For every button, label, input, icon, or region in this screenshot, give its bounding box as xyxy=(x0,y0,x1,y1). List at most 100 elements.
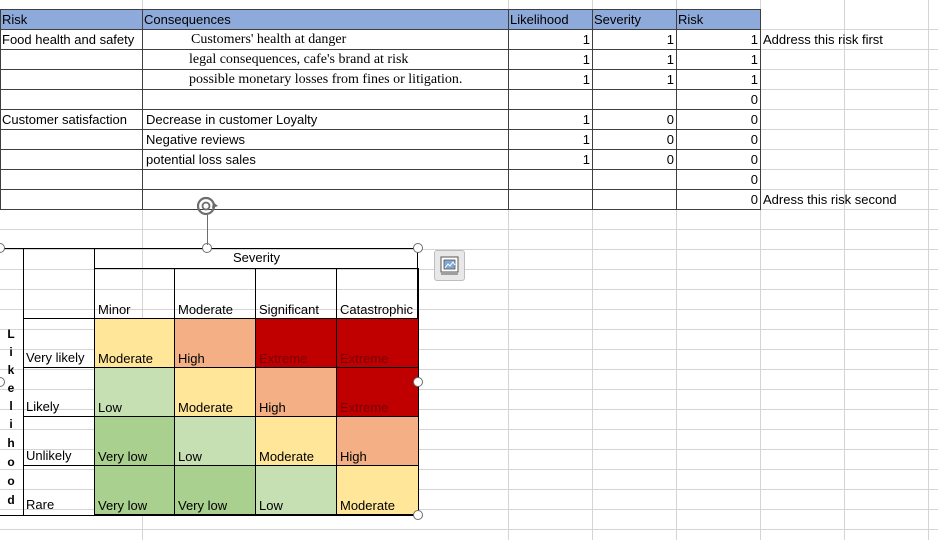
priority-note[interactable]: Adress this risk second xyxy=(763,192,897,207)
cell-consequence[interactable]: Negative reviews xyxy=(142,129,509,150)
resize-handle[interactable] xyxy=(413,377,423,387)
cell-risk-score[interactable]: 1 xyxy=(676,69,761,90)
cell-severity-value: 0 xyxy=(666,152,674,167)
cell-risk-score[interactable]: 0 xyxy=(676,129,761,150)
matrix-cell: Low xyxy=(174,416,256,466)
resize-handle[interactable] xyxy=(413,243,423,253)
cell-severity[interactable] xyxy=(592,89,677,110)
matrix-column-label: Significant xyxy=(259,302,319,317)
cell-likelihood-value: 1 xyxy=(582,52,590,67)
cell-risk-value: Customer satisfaction xyxy=(2,112,127,127)
cell-severity[interactable] xyxy=(592,189,677,210)
header-consequences-label: Consequences xyxy=(144,12,231,27)
header-severity[interactable]: Severity xyxy=(592,9,677,30)
cell-likelihood[interactable] xyxy=(508,189,593,210)
cell-risk[interactable] xyxy=(0,189,143,210)
header-severity-label: Severity xyxy=(594,12,641,27)
cell-likelihood[interactable]: 1 xyxy=(508,109,593,130)
matrix-row-divider xyxy=(23,367,95,368)
cell-severity[interactable]: 0 xyxy=(592,149,677,170)
cell-risk-score-value: 1 xyxy=(750,52,758,67)
cell-risk-score[interactable]: 1 xyxy=(676,49,761,70)
matrix-column-header: Moderate xyxy=(174,268,256,319)
cell-consequence-value: legal consequences, cafe's brand at risk xyxy=(189,52,409,67)
cell-risk[interactable] xyxy=(0,89,143,110)
matrix-cell: Low xyxy=(94,367,175,417)
cell-likelihood-value: 1 xyxy=(582,132,590,147)
cell-consequence[interactable]: potential loss sales xyxy=(142,149,509,170)
cell-consequence-value: possible monetary losses from fines or l… xyxy=(189,72,463,87)
resize-handle[interactable] xyxy=(413,510,423,520)
cell-consequence[interactable]: possible monetary losses from fines or l… xyxy=(142,69,509,90)
cell-consequence[interactable]: legal consequences, cafe's brand at risk xyxy=(142,49,509,70)
cell-likelihood[interactable]: 1 xyxy=(508,129,593,150)
matrix-cell-label: Moderate xyxy=(340,498,395,513)
matrix-column-header: Significant xyxy=(255,268,337,319)
cell-severity[interactable]: 1 xyxy=(592,29,677,50)
layout-options-button[interactable] xyxy=(434,250,465,281)
layout-options-icon xyxy=(440,256,459,275)
cell-risk-score[interactable]: 0 xyxy=(676,89,761,110)
matrix-column-label: Moderate xyxy=(178,302,233,317)
cell-risk-score[interactable]: 0 xyxy=(676,169,761,190)
matrix-row-label: Unlikely xyxy=(26,448,72,463)
cell-likelihood[interactable]: 1 xyxy=(508,49,593,70)
cell-risk-score[interactable]: 0 xyxy=(676,149,761,170)
matrix-column-header: Minor xyxy=(94,268,175,319)
cell-consequence-value: Decrease in customer Loyalty xyxy=(146,112,318,127)
cell-risk-score[interactable]: 1 xyxy=(676,29,761,50)
header-risk-score[interactable]: Risk xyxy=(676,9,761,30)
header-risk-score-label: Risk xyxy=(678,12,704,27)
cell-likelihood[interactable] xyxy=(508,169,593,190)
cell-risk[interactable] xyxy=(0,69,143,90)
header-likelihood[interactable]: Likelihood xyxy=(508,9,593,30)
cell-risk[interactable]: Food health and safety xyxy=(0,29,143,50)
matrix-row-label: Very likely xyxy=(26,350,85,365)
cell-likelihood[interactable]: 1 xyxy=(508,69,593,90)
matrix-cell-label: Extreme xyxy=(259,351,308,366)
cell-likelihood[interactable]: 1 xyxy=(508,29,593,50)
matrix-cell-label: High xyxy=(259,400,286,415)
likelihood-letter: i xyxy=(9,345,13,359)
cell-risk-score-value: 1 xyxy=(750,72,758,87)
likelihood-letter: L xyxy=(7,327,15,341)
priority-note[interactable]: Address this risk first xyxy=(763,32,883,47)
cell-consequence[interactable] xyxy=(142,169,509,190)
cell-severity[interactable]: 0 xyxy=(592,129,677,150)
likelihood-letter: i xyxy=(9,417,13,431)
matrix-row-divider xyxy=(23,318,95,319)
rotate-icon[interactable] xyxy=(194,194,220,218)
cell-consequence[interactable]: Customers' health at danger xyxy=(142,29,509,50)
cell-severity[interactable] xyxy=(592,169,677,190)
cell-severity[interactable]: 1 xyxy=(592,49,677,70)
matrix-column-label: Minor xyxy=(98,302,131,317)
cell-risk[interactable] xyxy=(0,169,143,190)
matrix-cell: Very low xyxy=(94,465,175,515)
header-risk-label: Risk xyxy=(2,12,28,27)
cell-risk[interactable] xyxy=(0,49,143,70)
cell-severity[interactable]: 0 xyxy=(592,109,677,130)
cell-consequence-value: potential loss sales xyxy=(146,152,256,167)
matrix-cell: High xyxy=(255,367,337,417)
cell-risk-score[interactable]: 0 xyxy=(676,109,761,130)
cell-likelihood[interactable]: 1 xyxy=(508,149,593,170)
cell-risk[interactable]: Customer satisfaction xyxy=(0,109,143,130)
matrix-cell-label: Low xyxy=(98,400,122,415)
matrix-cell: Extreme xyxy=(336,367,419,417)
cell-likelihood-value: 1 xyxy=(582,112,590,127)
cell-consequence[interactable] xyxy=(142,89,509,110)
cell-risk-score[interactable]: 0 xyxy=(676,189,761,210)
matrix-column-label: Catastrophic xyxy=(340,302,413,317)
cell-severity[interactable]: 1 xyxy=(592,69,677,90)
cell-severity-value: 1 xyxy=(666,52,674,67)
cell-risk[interactable] xyxy=(0,149,143,170)
cell-risk-score-value: 0 xyxy=(750,172,758,187)
likelihood-letter: d xyxy=(7,493,15,507)
matrix-cell-label: Low xyxy=(178,449,202,464)
cell-risk-score-value: 1 xyxy=(750,32,758,47)
header-risk[interactable]: Risk xyxy=(0,9,143,30)
cell-risk[interactable] xyxy=(0,129,143,150)
cell-likelihood[interactable] xyxy=(508,89,593,110)
header-consequences[interactable]: Consequences xyxy=(142,9,509,30)
cell-consequence[interactable]: Decrease in customer Loyalty xyxy=(142,109,509,130)
